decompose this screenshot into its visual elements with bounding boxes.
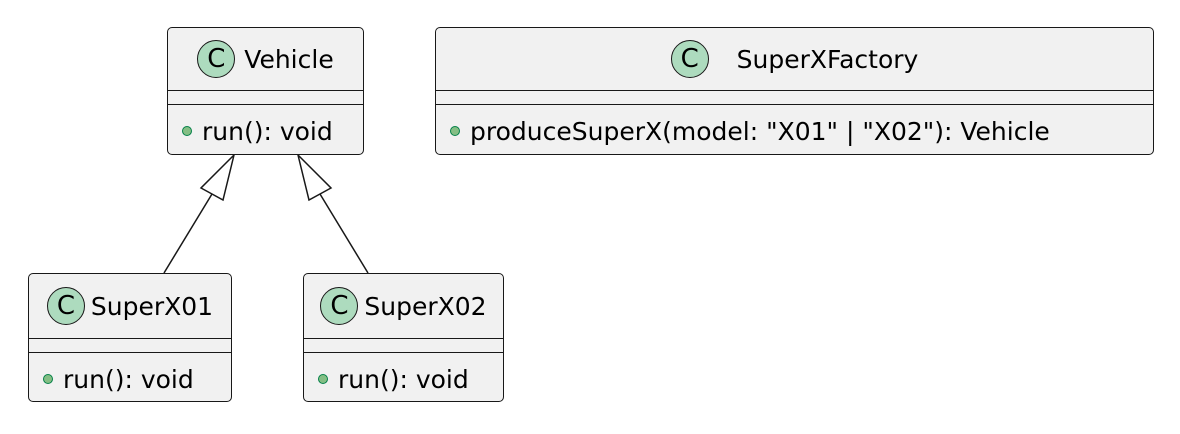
inheritance-arrowhead bbox=[199, 152, 236, 202]
attributes-divider bbox=[304, 338, 503, 339]
method-row: produceSuperX(model: "X01" | "X02"): Veh… bbox=[450, 116, 1050, 146]
class-superx01[interactable]: C SuperX01 run(): void bbox=[28, 273, 232, 402]
class-name: SuperX01 bbox=[90, 291, 214, 321]
class-name: Vehicle bbox=[244, 44, 334, 74]
method-row: run(): void bbox=[182, 116, 333, 146]
method-row: run(): void bbox=[43, 364, 194, 394]
class-header: C SuperXFactory bbox=[436, 28, 1153, 90]
methods-divider bbox=[168, 104, 363, 105]
class-vehicle[interactable]: C Vehicle run(): void bbox=[167, 27, 364, 155]
inheritance-line bbox=[319, 193, 369, 274]
attributes-divider bbox=[29, 338, 231, 339]
method-signature: run(): void bbox=[63, 364, 194, 394]
method-signature: run(): void bbox=[338, 364, 469, 394]
inheritance-line bbox=[163, 193, 213, 274]
class-header: C Vehicle bbox=[168, 28, 363, 90]
attributes-divider bbox=[436, 90, 1153, 91]
public-visibility-icon bbox=[43, 374, 53, 384]
public-visibility-icon bbox=[182, 126, 192, 136]
inheritance-superx01-to-vehicle bbox=[163, 152, 236, 274]
inheritance-superx02-to-vehicle bbox=[296, 152, 369, 274]
class-stereotype-icon: C bbox=[46, 287, 85, 325]
class-name: SuperXFactory bbox=[736, 44, 919, 74]
method-signature: run(): void bbox=[202, 116, 333, 146]
class-stereotype-icon: C bbox=[320, 287, 359, 325]
class-superxfactory[interactable]: C SuperXFactory produceSuperX(model: "X0… bbox=[435, 27, 1154, 155]
class-stereotype-icon: C bbox=[670, 40, 709, 78]
methods-divider bbox=[304, 352, 503, 353]
method-signature: produceSuperX(model: "X01" | "X02"): Veh… bbox=[470, 116, 1050, 146]
class-stereotype-icon: C bbox=[197, 40, 236, 78]
methods-divider bbox=[436, 104, 1153, 105]
methods-divider bbox=[29, 352, 231, 353]
attributes-divider bbox=[168, 90, 363, 91]
public-visibility-icon bbox=[450, 126, 460, 136]
class-header: C SuperX01 bbox=[29, 274, 231, 338]
public-visibility-icon bbox=[318, 374, 328, 384]
class-superx02[interactable]: C SuperX02 run(): void bbox=[303, 273, 504, 402]
method-row: run(): void bbox=[318, 364, 469, 394]
class-header: C SuperX02 bbox=[304, 274, 503, 338]
inheritance-arrowhead bbox=[296, 152, 333, 202]
class-name: SuperX02 bbox=[364, 291, 487, 321]
